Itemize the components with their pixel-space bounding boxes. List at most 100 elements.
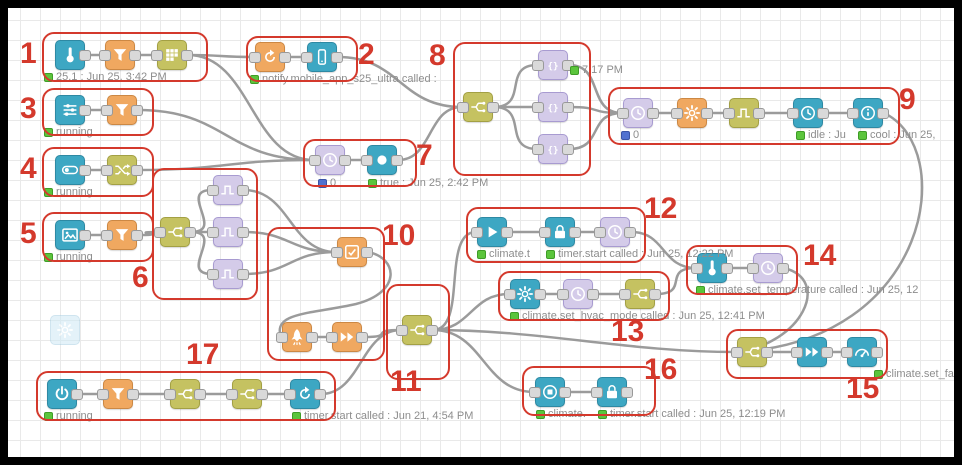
- wire[interactable]: [242, 188, 338, 254]
- node-output-port[interactable]: [314, 389, 326, 400]
- node-pulse[interactable]: [207, 259, 249, 289]
- node-input-port[interactable]: [841, 347, 853, 358]
- node-input-port[interactable]: [731, 347, 743, 358]
- node-fork[interactable]: [619, 279, 661, 309]
- node-output-port[interactable]: [356, 332, 368, 343]
- node-input-port[interactable]: [101, 230, 113, 241]
- node-input-port[interactable]: [591, 387, 603, 398]
- node-rocket[interactable]: [276, 322, 318, 352]
- wire[interactable]: [278, 250, 392, 339]
- node-output-port[interactable]: [391, 155, 403, 166]
- node-output-port[interactable]: [487, 102, 499, 113]
- node-input-port[interactable]: [207, 185, 219, 196]
- wire[interactable]: [186, 53, 316, 162]
- node-gear[interactable]: [504, 279, 546, 309]
- node-input-port[interactable]: [617, 108, 629, 119]
- node-input-port[interactable]: [747, 263, 759, 274]
- wire[interactable]: [431, 328, 536, 394]
- node-info[interactable]: [847, 98, 889, 128]
- node-braces[interactable]: {}: [532, 134, 574, 164]
- node-thermometer[interactable]: [55, 40, 91, 70]
- wire[interactable]: [136, 158, 316, 172]
- node-pulse[interactable]: [207, 217, 249, 247]
- node-lock[interactable]: [591, 377, 633, 407]
- wire[interactable]: [567, 105, 624, 115]
- node-input-port[interactable]: [207, 269, 219, 280]
- node-thermometer[interactable]: [691, 253, 733, 283]
- node-sliders[interactable]: [55, 95, 91, 125]
- node-input-port[interactable]: [557, 289, 569, 300]
- node-input-port[interactable]: [691, 263, 703, 274]
- node-fastforward[interactable]: [326, 322, 368, 352]
- node-input-port[interactable]: [164, 389, 176, 400]
- node-braces[interactable]: {}: [532, 50, 574, 80]
- node-fork[interactable]: [457, 92, 499, 122]
- node-input-port[interactable]: [457, 102, 469, 113]
- node-output-port[interactable]: [79, 230, 91, 241]
- node-output-port[interactable]: [569, 227, 581, 238]
- node-output-port[interactable]: [129, 50, 141, 61]
- node-output-port[interactable]: [649, 289, 661, 300]
- node-pulse[interactable]: [723, 98, 765, 128]
- node-toggle[interactable]: [55, 155, 91, 185]
- node-output-port[interactable]: [237, 227, 249, 238]
- node-gauge[interactable]: [841, 337, 883, 367]
- node-output-port[interactable]: [562, 102, 574, 113]
- node-funnel[interactable]: [101, 95, 143, 125]
- node-output-port[interactable]: [79, 50, 91, 61]
- node-output-port[interactable]: [131, 165, 143, 176]
- wire[interactable]: [431, 328, 738, 354]
- wire[interactable]: [567, 111, 624, 151]
- node-input-port[interactable]: [594, 227, 606, 238]
- node-pulse[interactable]: [207, 175, 249, 205]
- node-input-port[interactable]: [301, 52, 313, 63]
- node-clock[interactable]: [594, 217, 636, 247]
- node-input-port[interactable]: [97, 389, 109, 400]
- node-input-port[interactable]: [207, 227, 219, 238]
- wire[interactable]: [492, 105, 539, 151]
- node-braces[interactable]: {}: [532, 92, 574, 122]
- node-input-port[interactable]: [504, 289, 516, 300]
- node-input-port[interactable]: [787, 108, 799, 119]
- wire[interactable]: [189, 230, 214, 276]
- node-output-port[interactable]: [184, 227, 196, 238]
- node-input-port[interactable]: [276, 332, 288, 343]
- wire[interactable]: [654, 266, 698, 296]
- node-input-port[interactable]: [532, 144, 544, 155]
- node-output-port[interactable]: [587, 289, 599, 300]
- node-clock[interactable]: [787, 98, 829, 128]
- node-output-port[interactable]: [534, 289, 546, 300]
- node-fork[interactable]: [226, 379, 268, 409]
- node-funnel[interactable]: [97, 379, 139, 409]
- node-output-port[interactable]: [361, 247, 373, 258]
- node-output-port[interactable]: [821, 347, 833, 358]
- node-input-port[interactable]: [532, 60, 544, 71]
- node-shuffle[interactable]: [101, 155, 143, 185]
- node-output-port[interactable]: [877, 108, 889, 119]
- node-output-port[interactable]: [721, 263, 733, 274]
- node-output-port[interactable]: [131, 230, 143, 241]
- node-clock[interactable]: [557, 279, 599, 309]
- node-output-port[interactable]: [647, 108, 659, 119]
- node-output-port[interactable]: [127, 389, 139, 400]
- node-input-port[interactable]: [249, 52, 261, 63]
- node-input-port[interactable]: [847, 108, 859, 119]
- node-output-port[interactable]: [559, 387, 571, 398]
- node-output-port[interactable]: [256, 389, 268, 400]
- node-output-port[interactable]: [817, 108, 829, 119]
- node-input-port[interactable]: [151, 50, 163, 61]
- node-output-port[interactable]: [237, 185, 249, 196]
- node-image[interactable]: [55, 220, 91, 250]
- node-output-port[interactable]: [701, 108, 713, 119]
- wire[interactable]: [189, 188, 214, 234]
- node-output-port[interactable]: [79, 165, 91, 176]
- node-funnel[interactable]: [99, 40, 141, 70]
- node-funnel[interactable]: [101, 220, 143, 250]
- node-gear[interactable]: [671, 98, 713, 128]
- node-play[interactable]: [471, 217, 513, 247]
- node-output-port[interactable]: [753, 108, 765, 119]
- node-output-port[interactable]: [181, 50, 193, 61]
- wire[interactable]: [319, 328, 403, 396]
- wire[interactable]: [431, 230, 478, 332]
- node-clock[interactable]: [309, 145, 351, 175]
